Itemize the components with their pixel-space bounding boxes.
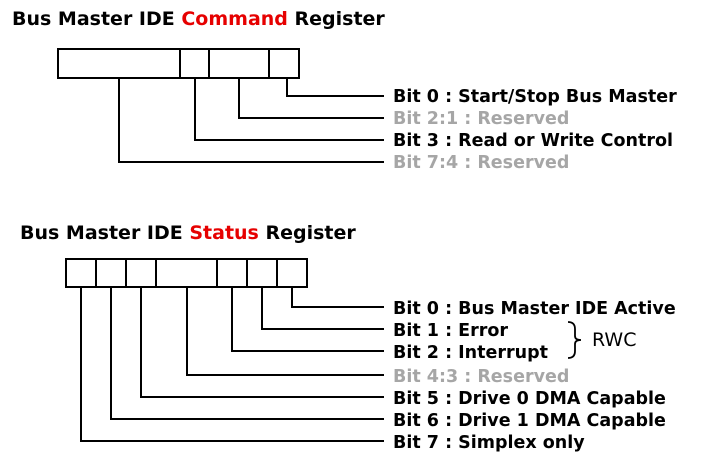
command-bit-0-label: Bit 0 : Start/Stop Bus Master (393, 87, 677, 107)
status-bit-5-cell (125, 258, 157, 288)
command-leader-bit-2-1 (238, 78, 384, 119)
status-leader-bit-0 (291, 287, 384, 308)
status-bit-0-cell (276, 258, 308, 288)
rwc-label: RWC (592, 329, 637, 351)
status-leader-bit-1 (261, 287, 384, 330)
status-leader-bit-7 (80, 287, 384, 442)
status-register-title: Bus Master IDE Status Register (20, 222, 356, 244)
command-bit-0-cell (268, 48, 300, 79)
command-register-title: Bus Master IDE Command Register (12, 8, 385, 30)
status-leader-bit-4-3 (186, 287, 384, 376)
status-bit-6-label: Bit 6 : Drive 1 DMA Capable (393, 411, 666, 431)
status-bit-6-cell (95, 258, 127, 288)
command-leader-bit-0 (286, 78, 384, 97)
status-leader-lines (80, 287, 384, 442)
status-bit-1-label: Bit 1 : Error (393, 321, 508, 341)
status-bit-2-label: Bit 2 : Interrupt (393, 343, 548, 363)
status-title-suffix: Register (258, 222, 356, 244)
command-title-prefix: Bus Master IDE (12, 8, 182, 30)
status-title-prefix: Bus Master IDE (20, 222, 190, 244)
status-bit-7-label: Bit 7 : Simplex only (393, 433, 585, 453)
command-register-boxes (57, 48, 300, 79)
command-bit-2-1-label: Bit 2:1 : Reserved (393, 109, 569, 129)
command-bit-3-cell (179, 48, 210, 79)
command-bits-7-4-cell (57, 48, 181, 79)
status-bit-7-cell (65, 258, 97, 288)
status-bits-4-3-cell (155, 258, 218, 288)
command-title-highlight: Command (181, 8, 288, 30)
status-title-highlight: Status (189, 222, 259, 244)
status-bit-4-3-label: Bit 4:3 : Reserved (393, 367, 569, 387)
command-bit-3-label: Bit 3 : Read or Write Control (393, 131, 673, 151)
status-bit-1-cell (246, 258, 278, 288)
command-leader-bit-7-4 (118, 78, 384, 163)
status-leader-bit-2 (231, 287, 384, 352)
status-bit-0-label: Bit 0 : Bus Master IDE Active (393, 299, 676, 319)
command-title-suffix: Register (287, 8, 385, 30)
status-leader-bit-5 (140, 287, 384, 398)
command-leader-lines (118, 78, 384, 163)
status-leader-bit-6 (110, 287, 384, 420)
status-register-boxes (65, 258, 308, 288)
status-bit-2-cell (216, 258, 248, 288)
rwc-brace (567, 321, 582, 359)
command-bit-7-4-label: Bit 7:4 : Reserved (393, 153, 569, 173)
command-bits-2-1-cell (208, 48, 270, 79)
status-bit-5-label: Bit 5 : Drive 0 DMA Capable (393, 389, 666, 409)
command-leader-bit-3 (194, 78, 384, 141)
